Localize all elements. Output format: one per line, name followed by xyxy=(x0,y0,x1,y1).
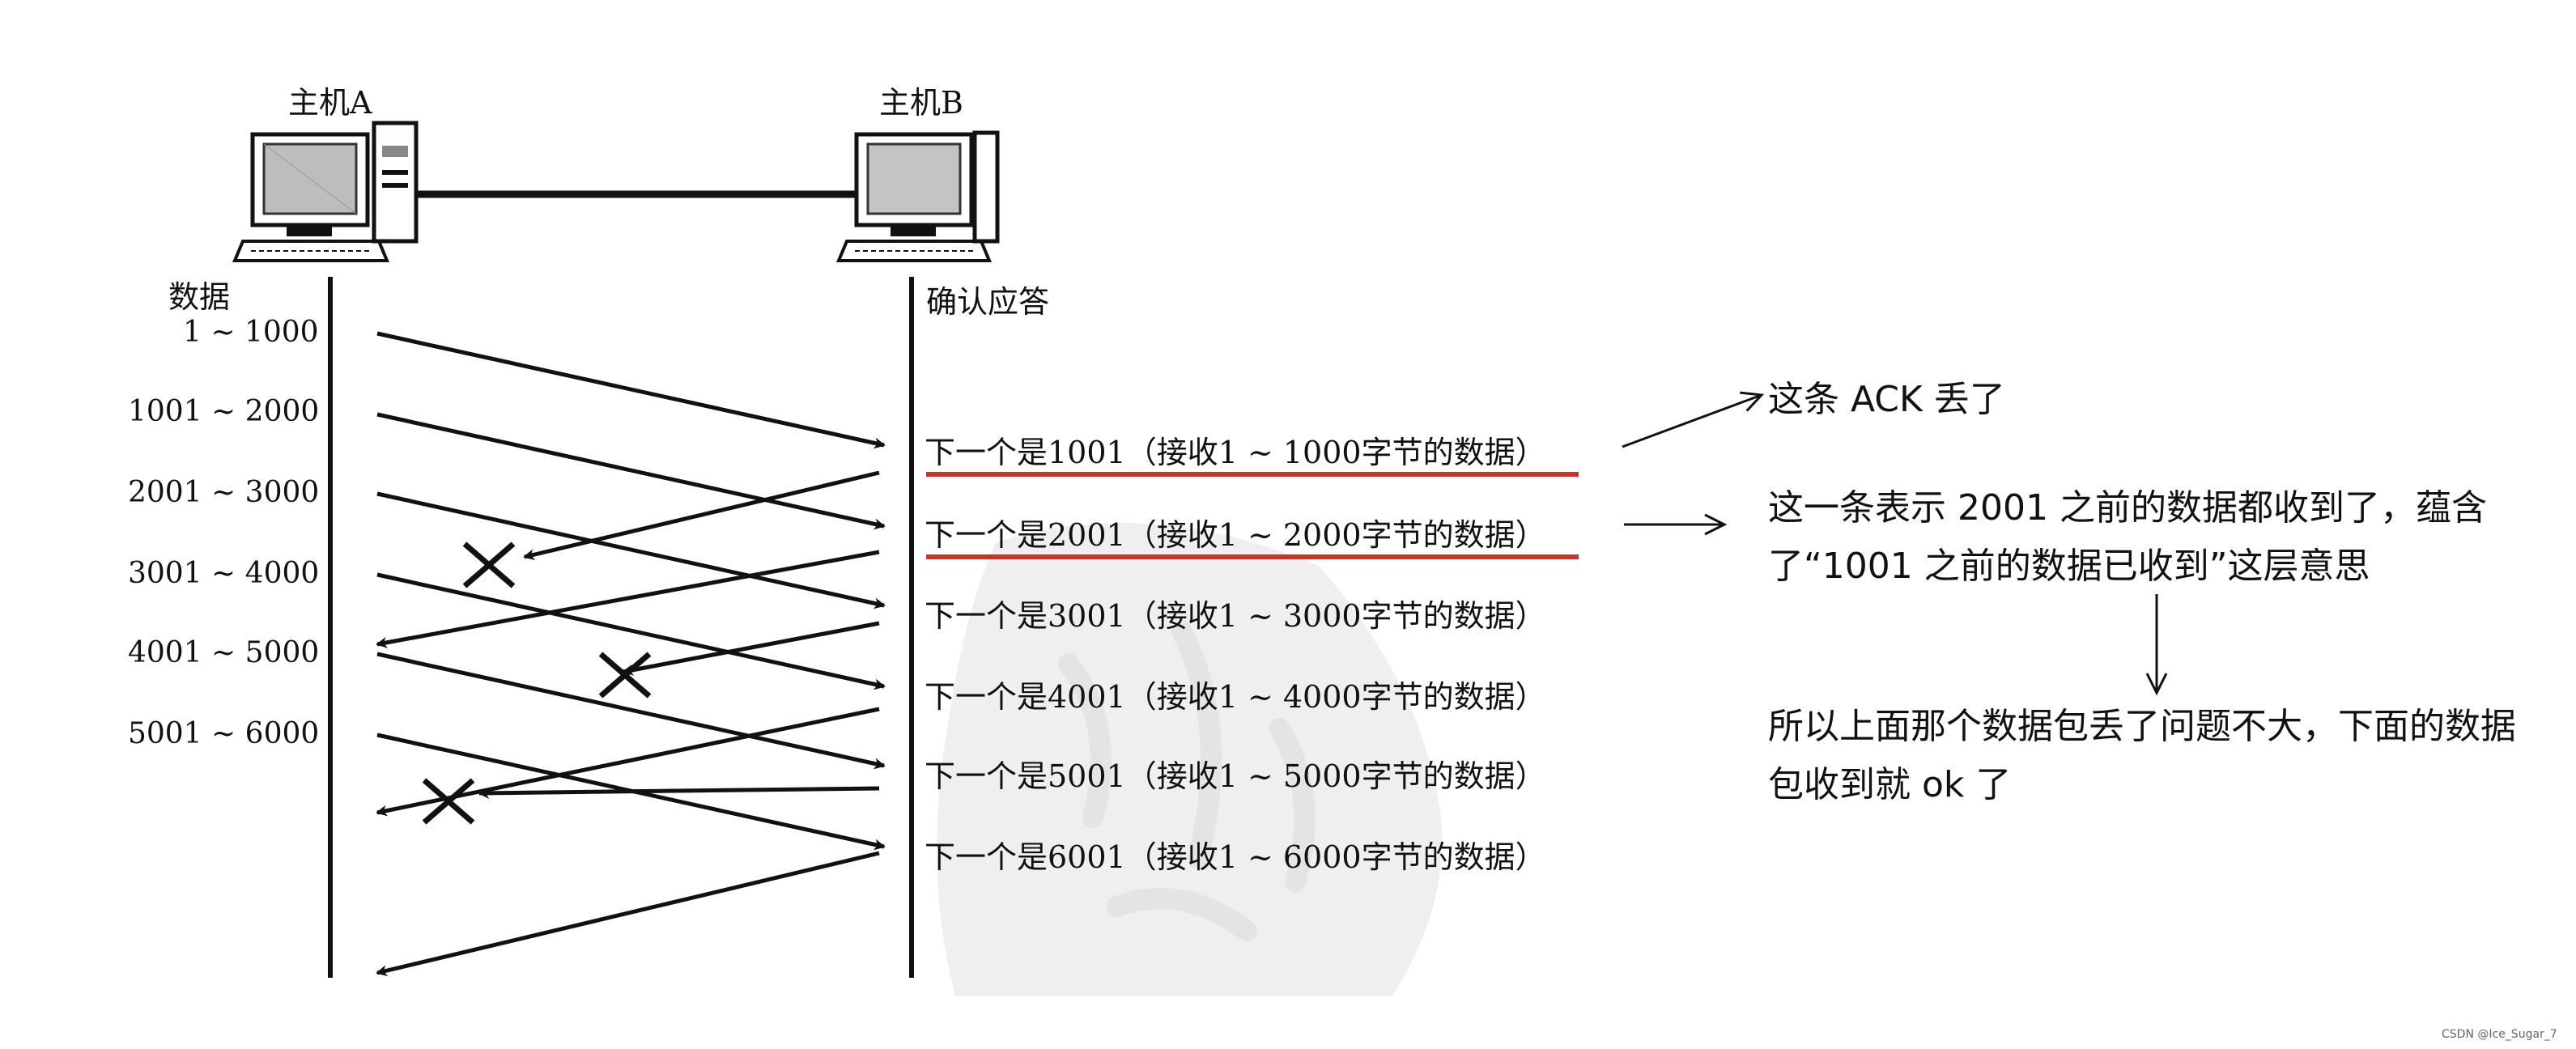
ack-arrow-6 xyxy=(377,853,879,973)
segment-label-1: 1 ~ 1000 xyxy=(183,316,319,349)
data-column-title: 数据 xyxy=(168,272,230,316)
ack-column-title: 确认应答 xyxy=(926,277,1049,321)
annotation-ack-lost: 这条 ACK 丢了 xyxy=(1768,371,2005,429)
ack-arrow-5-lost xyxy=(479,788,879,793)
ack-label-2: 下一个是2001（接收1 ~ 2000字节的数据） xyxy=(925,510,1546,554)
ack-label-4: 下一个是4001（接收1 ~ 4000字节的数据） xyxy=(925,672,1546,716)
annotation-cumulative: 这一条表示 2001 之前的数据都收到了，蕴含了“1001 之前的数据已收到”这… xyxy=(1768,479,2529,596)
segment-label-6: 5001 ~ 6000 xyxy=(128,717,319,750)
host-a-computer-icon xyxy=(235,123,416,261)
annotation-conclusion: 所以上面那个数据包丢了问题不大，下面的数据包收到就 ok 了 xyxy=(1768,698,2529,814)
annotation-arrow-ack-lost xyxy=(1622,395,1762,447)
ack-arrow-3-lost xyxy=(623,623,879,672)
lost-x-icon-3 xyxy=(601,654,649,696)
ack-label-6: 下一个是6001（接收1 ~ 6000字节的数据） xyxy=(925,832,1546,877)
ack-label-3: 下一个是3001（接收1 ~ 3000字节的数据） xyxy=(925,591,1546,635)
ack-label-1: 下一个是1001（接收1 ~ 1000字节的数据） xyxy=(925,427,1546,472)
ack-label-5: 下一个是5001（接收1 ~ 5000字节的数据） xyxy=(925,751,1546,796)
lost-x-icon-1 xyxy=(465,544,513,586)
segment-label-5: 4001 ~ 5000 xyxy=(128,636,319,669)
credit-watermark: CSDN @Ice_Sugar_7 xyxy=(2442,1028,2557,1041)
host-b-computer-icon xyxy=(839,133,997,261)
host-a-label: 主机A xyxy=(288,78,372,122)
host-b-label: 主机B xyxy=(879,78,963,122)
segment-label-2: 1001 ~ 2000 xyxy=(128,395,319,428)
segment-label-4: 3001 ~ 4000 xyxy=(128,557,319,590)
segment-arrow-1 xyxy=(377,333,884,445)
segment-label-3: 2001 ~ 3000 xyxy=(128,476,319,509)
